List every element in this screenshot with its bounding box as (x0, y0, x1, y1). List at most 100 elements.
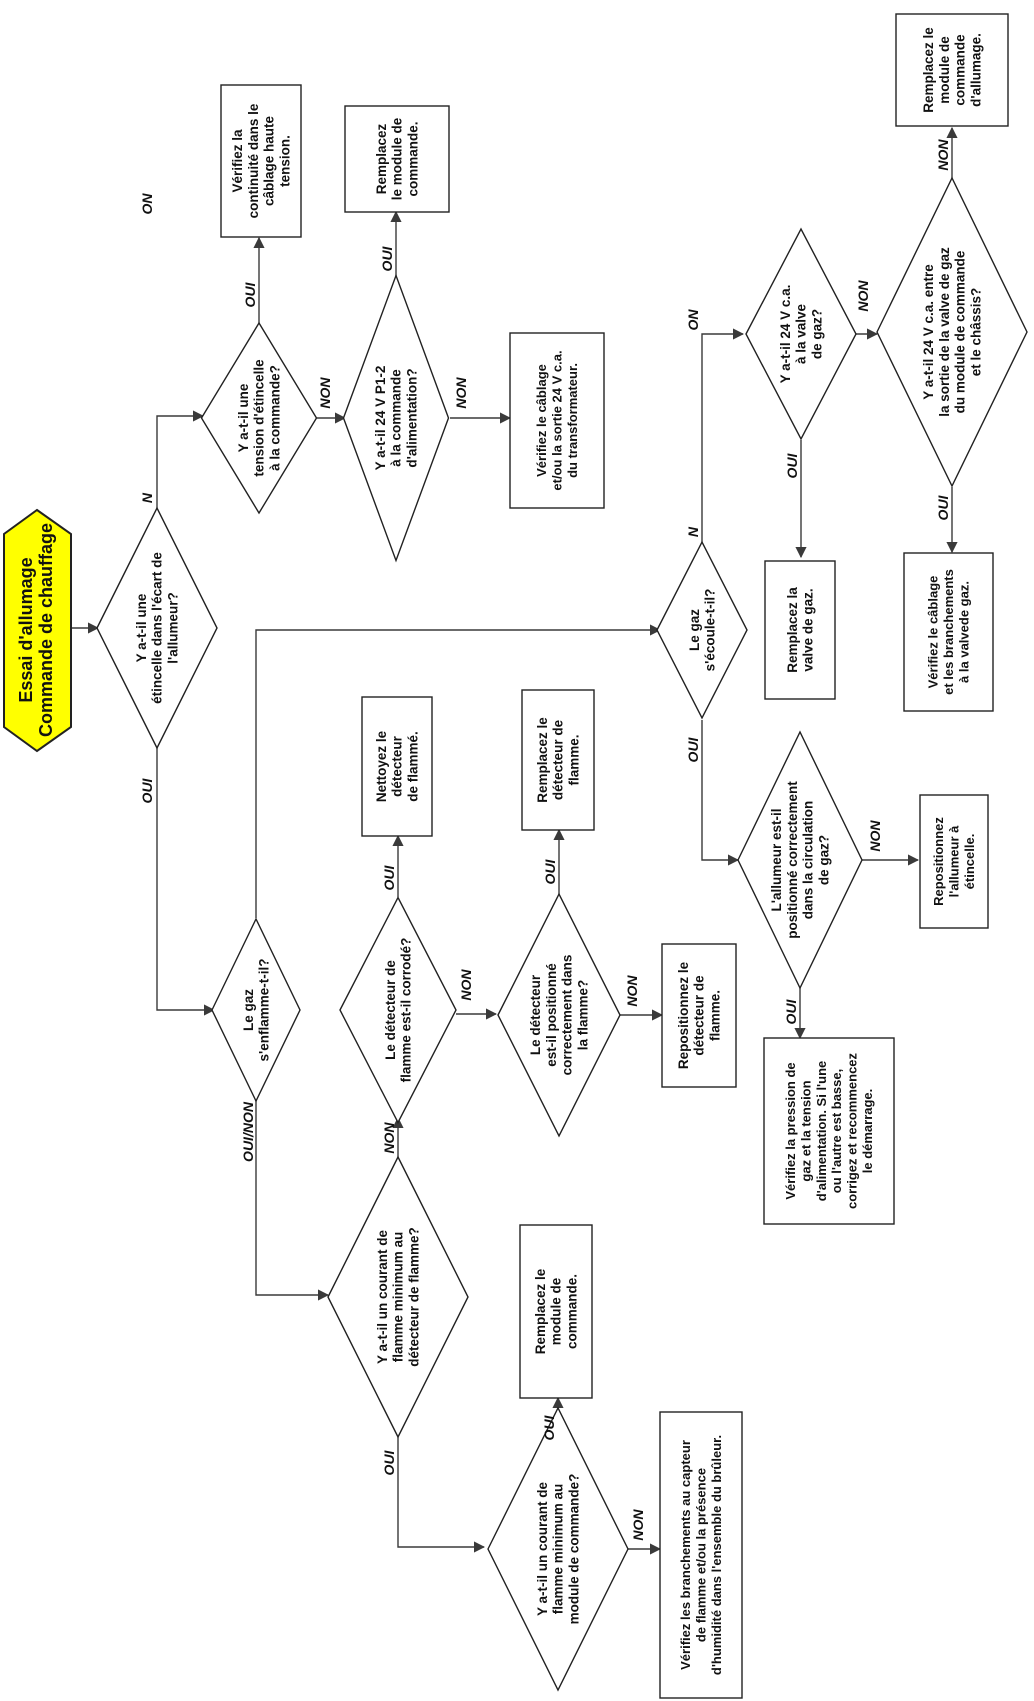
text-line: Vérifiez le câblage (534, 364, 549, 477)
text-line: du module de commande (953, 250, 968, 413)
action-box-shape (521, 689, 595, 831)
connector-flow-oui (701, 720, 740, 866)
text-line: d'alimentation? (405, 368, 420, 467)
connector-ignite-ouinon (255, 1100, 330, 1301)
text-line: d'humidité dans l'ensemble du brûleur. (709, 1435, 724, 1675)
label-igniter-non: NON (867, 820, 883, 852)
text-line: module de (937, 36, 952, 104)
connector-ignite-to-flow (255, 624, 662, 918)
text-line: à la commande? (268, 365, 283, 471)
label-on-top: ON (139, 193, 155, 215)
text-line: et le châssis? (969, 288, 984, 377)
connector-spark-oui (156, 748, 216, 1016)
label-igniter-oui: OUI (783, 998, 799, 1024)
text-line: Remplacez le (921, 27, 936, 113)
action-box-shape (895, 13, 1009, 127)
text-line: Y a-t-il 24 V P1-2 (373, 366, 388, 471)
text-line: étincelle dans l'écart de (150, 552, 165, 704)
text-line: flamme est-il corrodé? (399, 938, 414, 1083)
text-line: Y a-t-il un courant de (535, 1482, 550, 1617)
text-line: Repositionnez le (676, 961, 691, 1069)
action-box-shape (661, 943, 737, 1088)
label-position-non: NON (624, 975, 640, 1007)
decision-diamond-shape (737, 730, 863, 990)
text-line: le démarrage. (860, 1089, 875, 1174)
label-corroded-oui: OUI (381, 864, 397, 890)
connector-spark-n (156, 410, 205, 508)
text-line: Vérifiez le câblage (926, 576, 941, 689)
text-line: flamme. (708, 990, 723, 1041)
text-line: le module de (390, 117, 405, 200)
label-current-non: NON (381, 1122, 397, 1154)
decision-diamond-shape (211, 917, 301, 1103)
label-flow-oui: OUI (685, 736, 701, 762)
text-line: module de commande? (567, 1474, 582, 1625)
text-line: détecteur de flamme? (407, 1227, 422, 1367)
text-line: Remplacez la (785, 587, 800, 673)
action-box-shape (509, 332, 605, 509)
decision-diamond-shape (327, 1155, 469, 1439)
text-line: de flamme et/ou la présence (694, 1468, 709, 1642)
text-line: de flammé. (406, 731, 421, 802)
text-line: à la valvede gaz. (956, 581, 971, 683)
text-line: Y a-t-il 24 V c.a. entre (921, 264, 936, 400)
text-line: Le détecteur de (383, 960, 398, 1060)
label-spark-n: N (139, 492, 155, 503)
text-line: l'allumeur? (166, 592, 181, 663)
text-line: Vérifiez la pression de (783, 1062, 798, 1199)
action-box-shape (519, 1224, 593, 1399)
decision-diamond-shape (656, 540, 748, 720)
decision-diamond-shape (342, 273, 450, 563)
text-line: flamme minimum au (391, 1232, 406, 1363)
decision-diamond-shape (876, 176, 1028, 488)
text-line: détecteur de (692, 975, 707, 1056)
label-module-non: NON (630, 1509, 646, 1541)
action-box-shape (763, 1037, 895, 1225)
text-line: continuité dans le (246, 103, 261, 218)
label-voltage-oui: OUI (242, 281, 258, 307)
text-line: et les branchements (941, 569, 956, 695)
text-line: d'allumage. (969, 33, 984, 107)
action-box-shape (764, 560, 836, 700)
text-line: Y a-t-il une (236, 383, 251, 452)
label-spark-oui: OUI (139, 777, 155, 803)
text-line: tension. (278, 135, 293, 187)
action-box-shape (344, 105, 450, 213)
label-output-oui: OUI (935, 494, 951, 520)
text-line: étincelle. (962, 834, 977, 890)
connector-flow-n (701, 328, 745, 542)
text-line: correctement dans (560, 955, 575, 1076)
text-line: du transformateur. (565, 363, 580, 478)
text-line: de gaz? (810, 309, 825, 359)
text-line: dans la circulation (801, 801, 816, 920)
text-line: ou l'autre est basse, (829, 1069, 844, 1193)
decision-diamond-shape (200, 321, 318, 515)
decision-diamond-shape (339, 895, 457, 1125)
text-line: et/ou la sortie 24 V c.a. (550, 350, 565, 490)
label-flow-on: ON (685, 309, 701, 331)
label-valve-non: NON (855, 280, 871, 312)
text-line: Nettoyez le (374, 730, 389, 802)
branch-labels: ON N OUI OUI NON OUI NON OUI/NON OUI NON… (139, 139, 951, 1541)
text-line: Remplacez (374, 123, 389, 194)
text-line: à la commande (389, 369, 404, 467)
connector-current-oui (397, 1437, 486, 1553)
